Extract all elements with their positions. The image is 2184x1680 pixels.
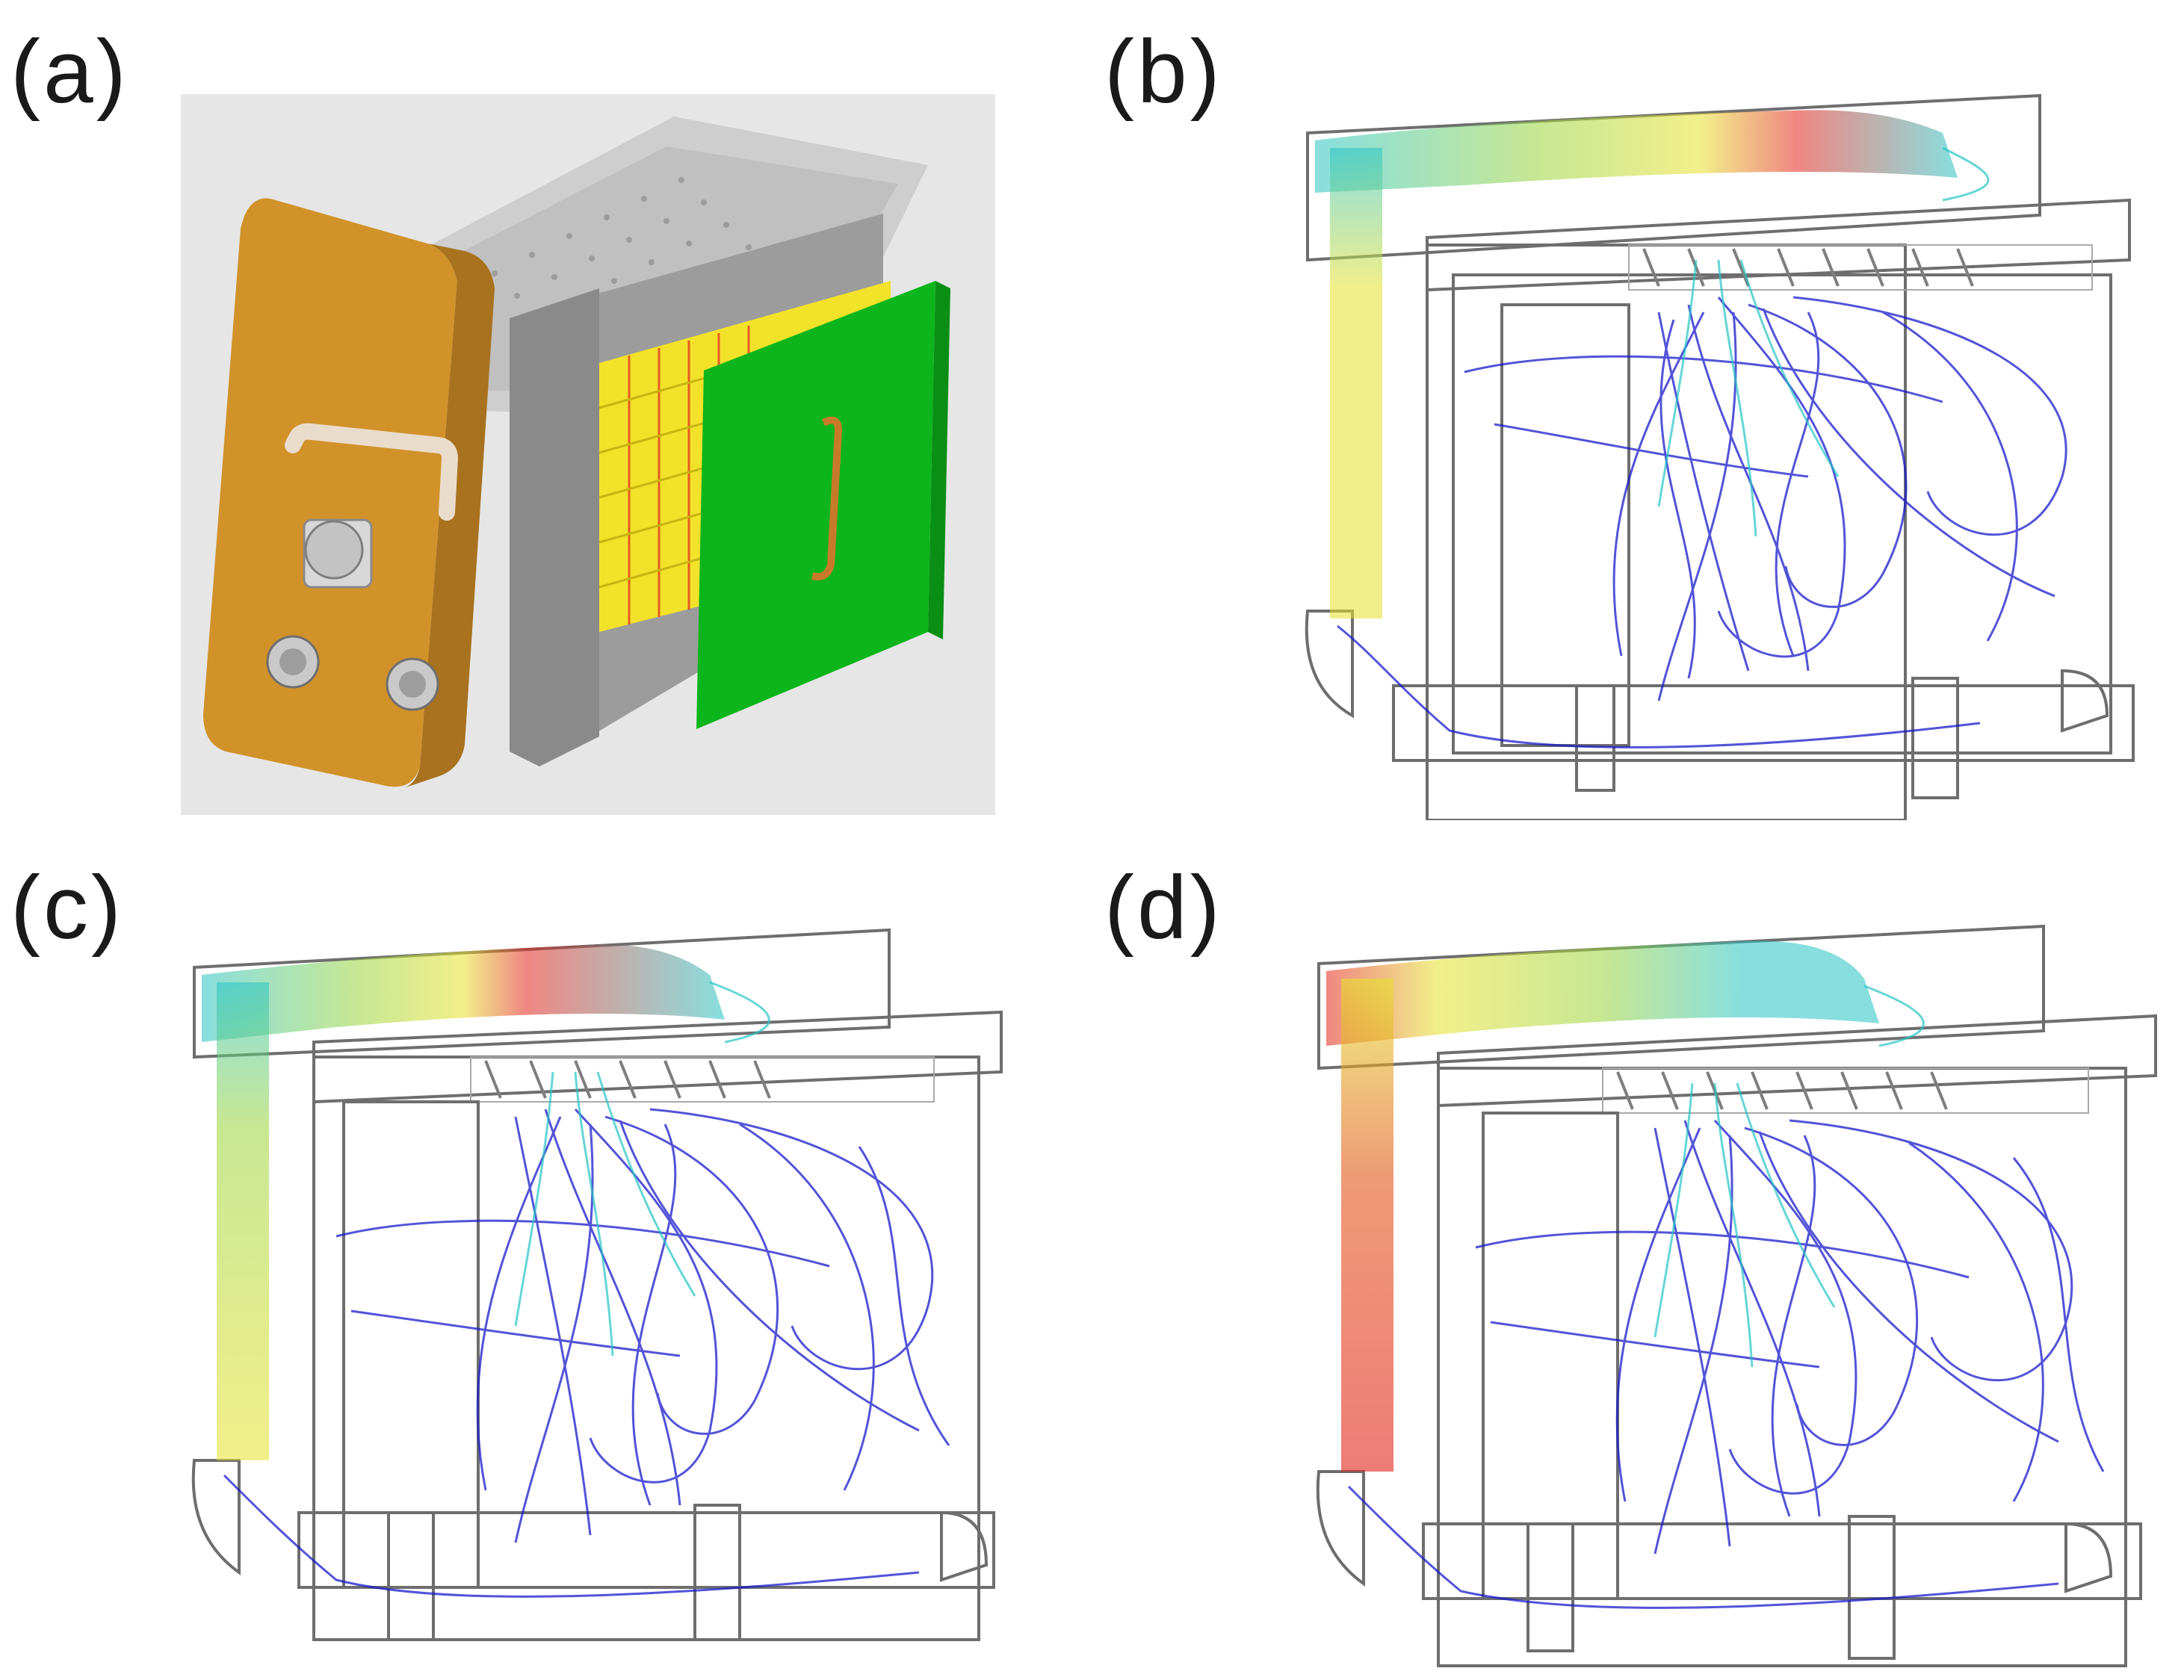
panel-label-c: (c)	[10, 858, 124, 958]
streamlines	[1347, 1119, 2105, 1609]
door-panel	[203, 198, 495, 789]
enclosure-frame	[1316, 924, 2157, 1667]
top-flow-band	[1315, 110, 1958, 193]
airflow-streamline-icon	[191, 928, 1003, 1641]
side-flow-band	[1330, 148, 1382, 619]
enclosure-frame	[191, 928, 1003, 1641]
side-flow-band	[217, 982, 269, 1460]
top-flow-band	[202, 944, 725, 1042]
panel-label-a: (a)	[10, 22, 129, 122]
panel-label-b: (b)	[1104, 22, 1223, 122]
airflow-streamline-icon	[1305, 93, 2135, 820]
enclosure-frame	[1305, 93, 2135, 820]
green-plate	[696, 281, 935, 729]
streamlines	[1337, 296, 2067, 748]
side-flow-band	[1341, 979, 1393, 1472]
top-flow-band	[1326, 940, 1879, 1046]
door-handle	[285, 423, 459, 521]
streamlines	[223, 1108, 950, 1598]
panel-label-d: (d)	[1104, 858, 1223, 958]
enclosure-cad-model-icon	[181, 94, 995, 815]
plate-handle	[811, 416, 843, 580]
airflow-streamline-icon	[1316, 924, 2157, 1667]
